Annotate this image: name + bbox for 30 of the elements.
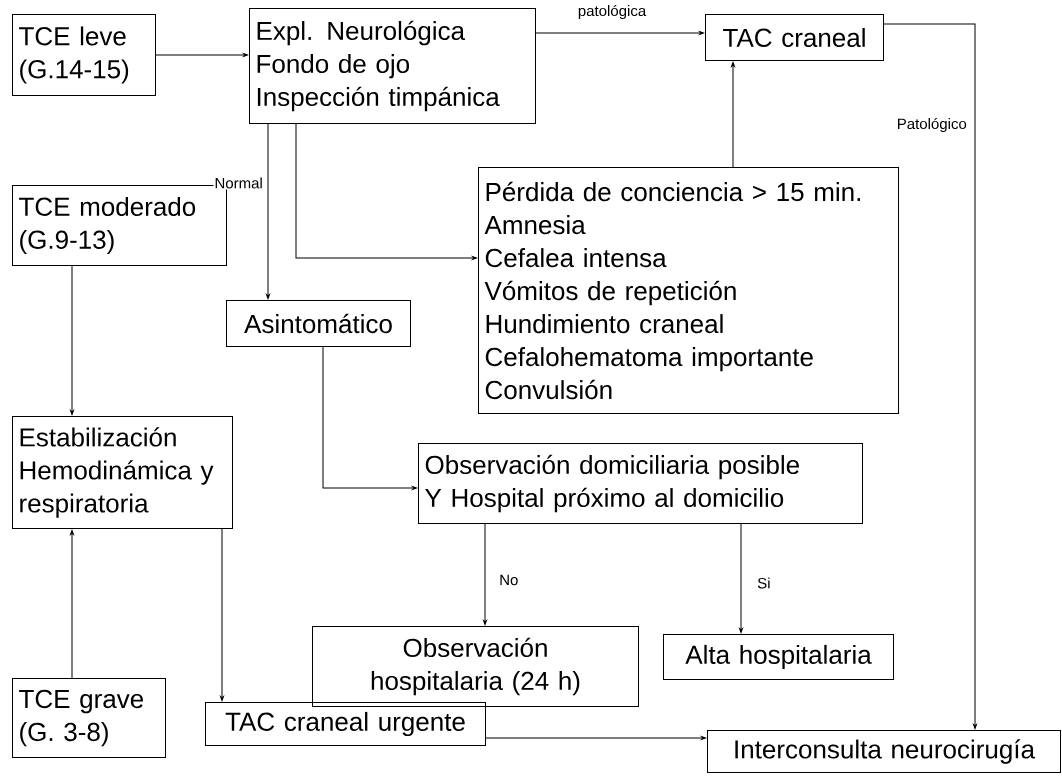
arrow (731, 62, 735, 168)
process-box: Observación domiciliaria posible Y Hospital próximo al domicilio (418, 443, 863, 524)
process-box: Expl. Neurológica Fondo de ojo Inspección timpánica (249, 8, 536, 124)
process-box: Alta hospitalaria (663, 634, 894, 680)
edge-label: Si (756, 576, 772, 590)
arrow (295, 123, 477, 260)
arrow (483, 523, 487, 625)
process-box: TAC craneal (705, 14, 884, 61)
arrow (739, 523, 743, 633)
edge-label: Patológico (895, 116, 968, 134)
edge-label: No (498, 573, 520, 587)
arrow (155, 53, 248, 57)
arrow (266, 123, 270, 299)
arrow (485, 736, 706, 740)
process-box: Estabilización Hemodinámica y respiratoria (12, 416, 233, 529)
process-box: Observación hospitalaria (24 h) (312, 626, 639, 707)
arrow (70, 530, 74, 679)
arrow (535, 31, 704, 35)
edge-label: Normal (213, 176, 264, 190)
arrow (220, 528, 224, 701)
process-box: TCE grave (G. 3-8) (12, 678, 166, 758)
arrow (883, 23, 977, 729)
edge-label: patológica (576, 3, 648, 21)
process-box: TCE leve (G.14-15) (12, 14, 156, 96)
arrow (70, 265, 74, 415)
process-box: Asintomático (226, 300, 411, 347)
process-box: TAC craneal urgente (205, 702, 486, 746)
arrow (322, 346, 417, 490)
process-box: Interconsulta neurocirugía (707, 730, 1061, 773)
process-box: Pérdida de conciencia > 15 min. Amnesia Cefalea intensa Vómitos de repetición Hundimiento craneal Cefalohematoma importante Convulsión (478, 167, 899, 414)
